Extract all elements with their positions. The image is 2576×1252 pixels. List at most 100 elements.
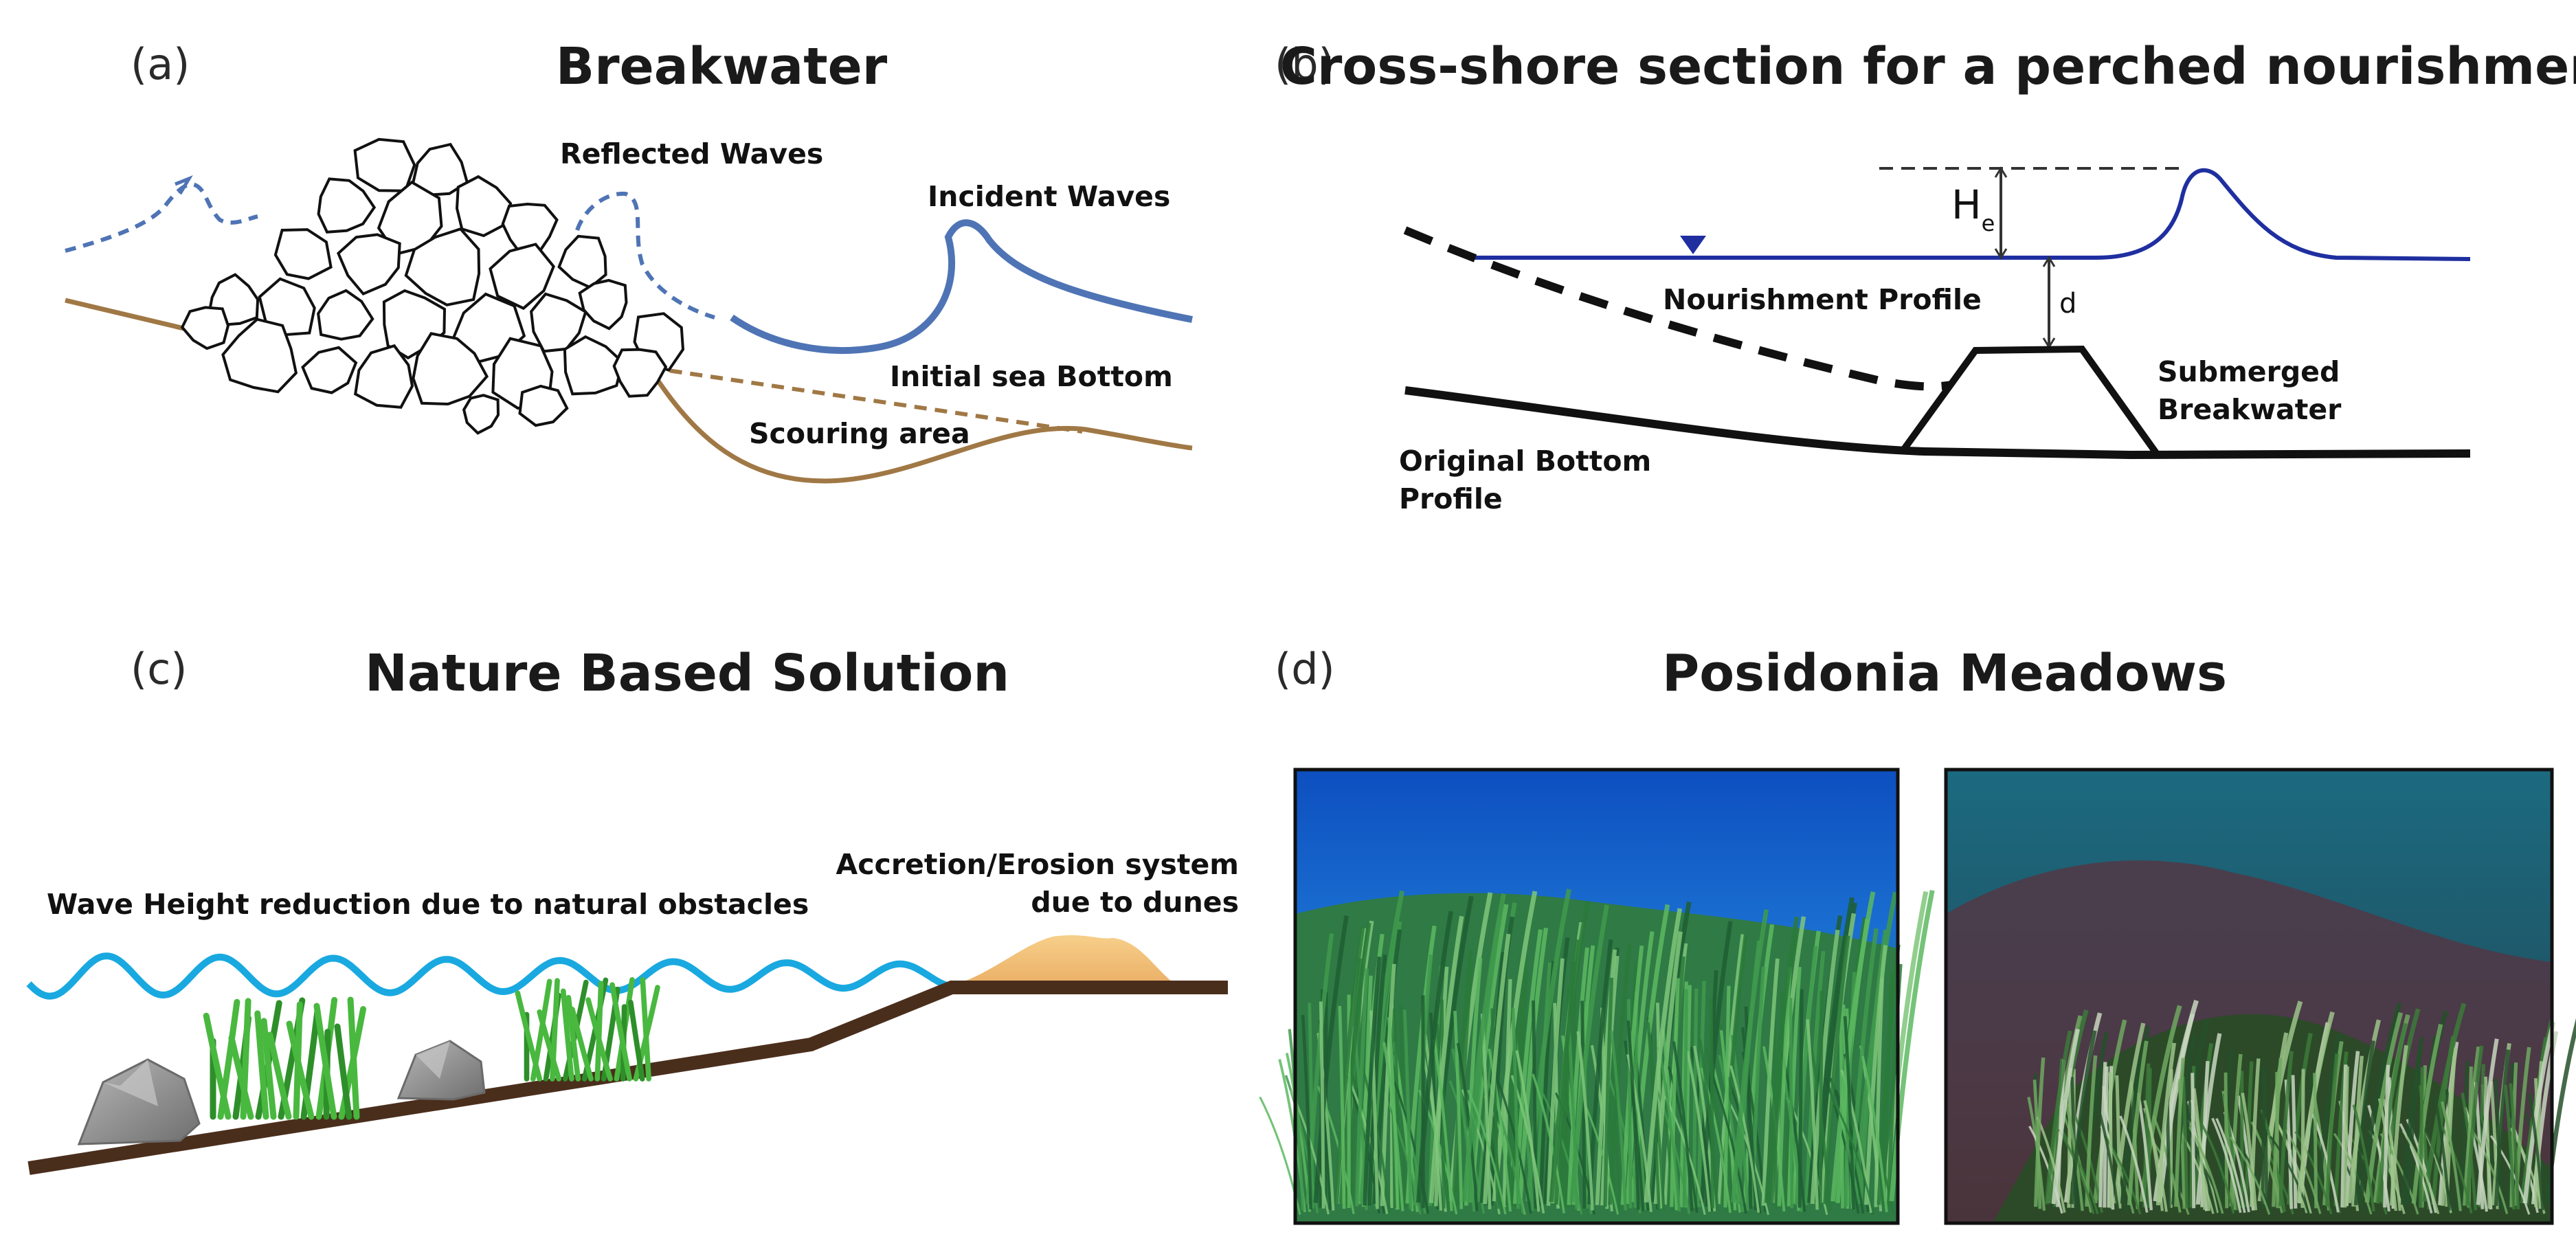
- original-bottom-profile: [1404, 386, 2471, 460]
- posidonia-blade: [1864, 945, 1888, 1205]
- posidonia-blade: [1685, 1051, 1712, 1212]
- posidonia-blade: [1823, 935, 1850, 1205]
- posidonia-blade: [2127, 1040, 2149, 1206]
- he-arrow-bottom: [1994, 248, 2008, 260]
- ground-profile: [27, 981, 1228, 1175]
- posidonia-blade: [2291, 1075, 2298, 1209]
- reflected-wave-right: [575, 191, 715, 320]
- water-level-marker-icon: [1680, 236, 1706, 254]
- seagrass-blade: [585, 997, 613, 1082]
- posidonia-blade: [1723, 985, 1731, 1208]
- posidonia-blade: [2313, 1073, 2318, 1209]
- label-incident-waves: Incident Waves: [928, 180, 1170, 213]
- posidonia-blade: [2069, 1030, 2097, 1205]
- posidonia-blade: [2484, 1076, 2491, 1209]
- he-arrow-top: [1994, 166, 2008, 178]
- posidonia-blade: [2044, 1030, 2072, 1205]
- seagrass-blade: [228, 1034, 254, 1120]
- armour-unit: [317, 177, 377, 234]
- posidonia-blade: [2463, 1046, 2481, 1206]
- posidonia-blade: [2527, 1093, 2544, 1211]
- posidonia-blade: [1511, 1007, 1520, 1209]
- posidonia-blade: [1546, 958, 1565, 1206]
- posidonia-blade: [2096, 1105, 2120, 1212]
- armour-unit: [221, 317, 298, 394]
- label-reflected-waves: Reflected Waves: [560, 137, 823, 170]
- posidonia-blade: [1367, 954, 1387, 1206]
- posidonia-blade: [1360, 1065, 1391, 1214]
- armour-unit: [180, 306, 230, 350]
- posidonia-blade: [1797, 989, 1804, 1208]
- posidonia-blade: [2229, 1136, 2271, 1215]
- posidonia-blade: [2193, 1088, 2206, 1210]
- rock-middle-facet: [416, 1041, 450, 1079]
- posidonia-blade: [1830, 891, 1876, 1202]
- scoured-bottom: [647, 366, 1193, 484]
- posidonia-blade: [1861, 1055, 1888, 1213]
- armour-unit: [273, 228, 333, 280]
- posidonia-blade: [1319, 1001, 1325, 1209]
- posidonia-blade: [2494, 1049, 2511, 1207]
- posidonia-blade: [1308, 1003, 1314, 1209]
- armour-unit: [336, 233, 401, 296]
- posidonia-blade: [2155, 1042, 2177, 1206]
- posidonia-blade: [1433, 1039, 1453, 1211]
- posidonia-blade: [1402, 1009, 1413, 1209]
- posidonia-blade: [2375, 1022, 2408, 1204]
- posidonia-blade: [1806, 1019, 1819, 1210]
- armour-unit: [354, 344, 414, 409]
- posidonia-blade: [2433, 1095, 2451, 1211]
- seagrass-blade: [570, 1007, 594, 1082]
- posidonia-blade: [2465, 1045, 2484, 1206]
- posidonia-blade: [2389, 1044, 2408, 1206]
- posidonia-blade: [2108, 1072, 2114, 1209]
- posidonia-blade: [1670, 978, 1680, 1207]
- posidonia-blade: [2051, 1028, 2081, 1205]
- panel-a: (a) Breakwater Reflected Waves Incident …: [65, 37, 1193, 484]
- panel-b-title: Cross-shore section for a perched nouris…: [1280, 37, 2576, 96]
- posidonia-blade: [1567, 947, 1589, 1205]
- posidonia-blade: [2347, 1019, 2382, 1204]
- d-arrow-top: [2042, 256, 2056, 267]
- sand-dune: [955, 935, 1175, 984]
- posidonia-blade: [1789, 998, 1794, 1209]
- posidonia-photo-left: [1259, 768, 1935, 1225]
- panel-c: (c) Nature Based Solution Wave Height re…: [26, 644, 1239, 1175]
- posidonia-blade: [1810, 929, 1840, 1205]
- posidonia-blade: [2383, 1064, 2390, 1208]
- posidonia-blade: [1313, 915, 1349, 1203]
- seagrass-blade: [267, 1031, 292, 1120]
- posidonia-blade: [2142, 1063, 2151, 1208]
- posidonia-blade: [1744, 1006, 1753, 1209]
- posidonia-blade: [1824, 1077, 1860, 1214]
- posidonia-blade: [1363, 957, 1382, 1206]
- posidonia-blade: [1661, 1029, 1678, 1211]
- posidonia-blade: [2092, 1019, 2127, 1204]
- seagrass-blade: [203, 1012, 232, 1120]
- label-accretion-2: due to dunes: [1031, 886, 1239, 919]
- seagrass-blade: [594, 981, 604, 1082]
- seagrass-blade: [560, 988, 574, 1082]
- posidonia-blade: [2119, 1115, 2149, 1213]
- posidonia-blade: [1515, 1050, 1541, 1212]
- panel-a-title: Breakwater: [556, 37, 888, 96]
- posidonia-blade: [1764, 916, 1800, 1203]
- posidonia-blade: [2193, 1042, 2214, 1206]
- seagrass-blade: [313, 1003, 337, 1120]
- posidonia-blade: [2250, 1058, 2261, 1207]
- posidonia-blade: [1832, 1099, 1875, 1216]
- wave-profile: [2095, 168, 2471, 261]
- seagrass-blade: [254, 1010, 269, 1120]
- seagrass-patches: [203, 976, 660, 1120]
- posidonia-blade: [1576, 1031, 1594, 1211]
- posidonia-blade: [1672, 1041, 1694, 1211]
- posidonia-blade: [2411, 1023, 2443, 1204]
- posidonia-blade: [2278, 1051, 2294, 1207]
- posidonia-blade: [1549, 901, 1591, 1203]
- posidonia-blade: [2103, 1066, 2109, 1208]
- posidonia-blade: [1482, 933, 1511, 1205]
- seagrass-blade: [537, 1009, 562, 1082]
- posidonia-blade: [1488, 1049, 1512, 1212]
- label-wave-height-reduction: Wave Height reduction due to natural obs…: [47, 888, 809, 921]
- label-he: He: [1951, 181, 1995, 236]
